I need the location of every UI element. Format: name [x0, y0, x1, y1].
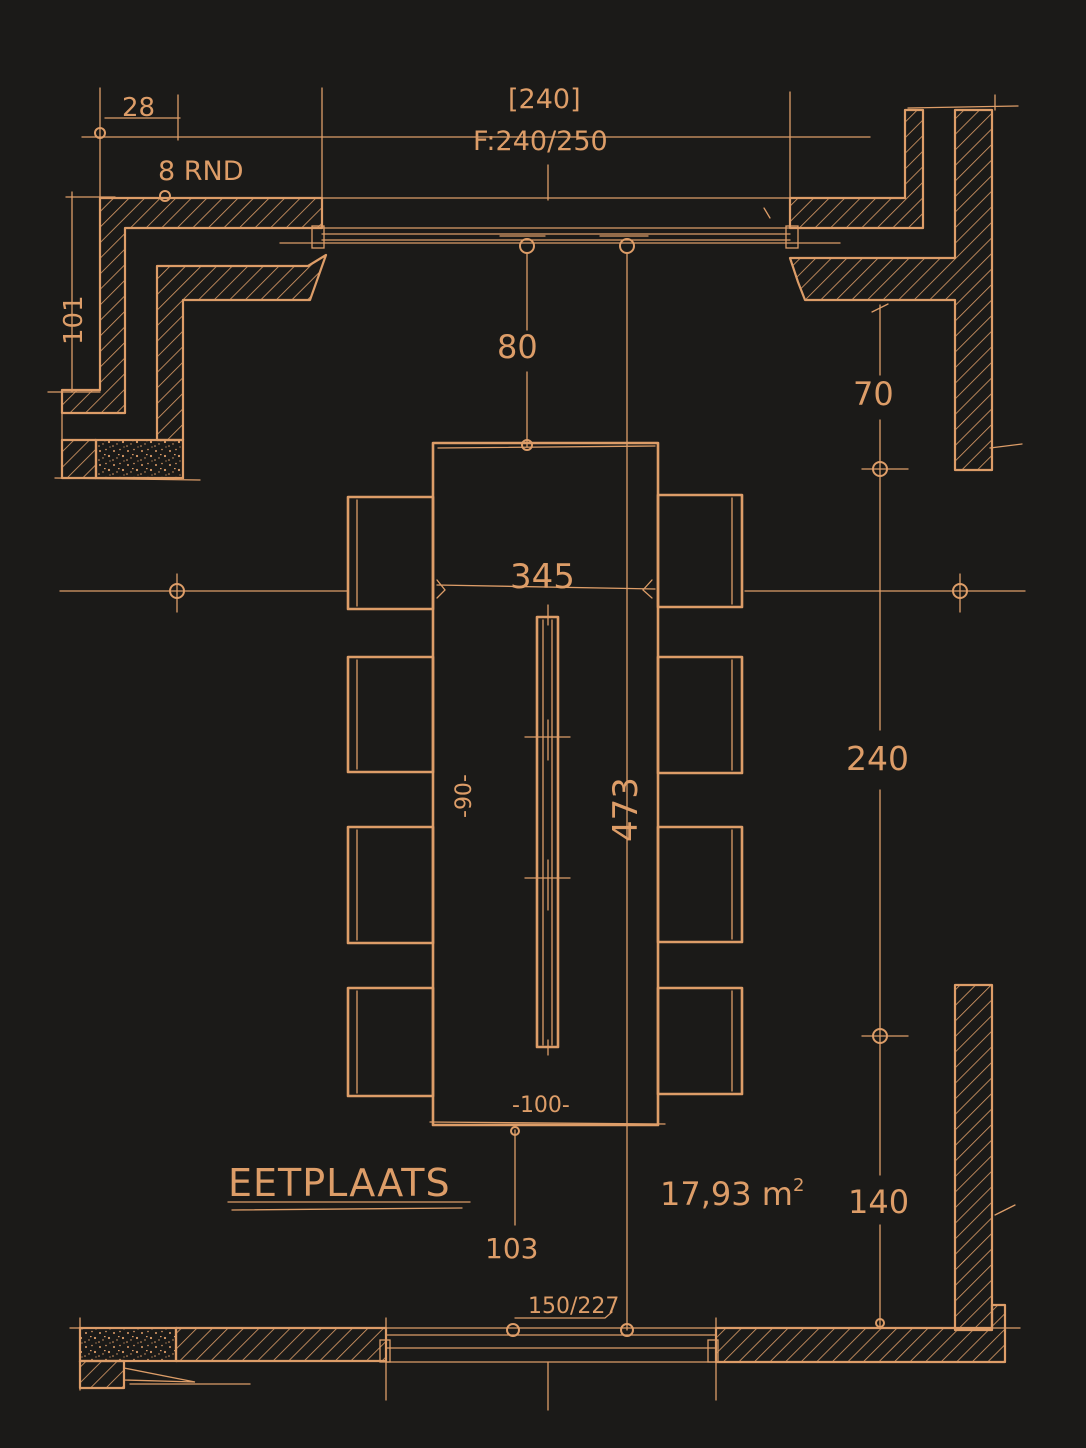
dim-window-bracket: [240]: [508, 84, 581, 115]
dim-bottom-door: 150/227: [528, 1294, 619, 1319]
right-dimension-line: [861, 303, 909, 1329]
top-dimension-lines: [47, 87, 871, 393]
chair-left-1: [346, 495, 435, 611]
chair-right-2: [656, 655, 744, 775]
dim-table-inner-width: -90-: [452, 774, 477, 818]
wall-bottom: [69, 1303, 1021, 1411]
room-name: EETPLAATS: [228, 1161, 451, 1205]
room-label-underline: [227, 1201, 471, 1211]
dim-right-span: 240: [846, 739, 909, 778]
pendant-note: 8 RND: [158, 156, 244, 187]
dim-wall-return: 28: [122, 93, 155, 123]
pendant-note-text: 8 RND: [158, 156, 244, 187]
dim-wall-depth: 101: [59, 295, 89, 345]
room-area-unit-superscript: 2: [793, 1175, 804, 1196]
window-top: [279, 197, 841, 249]
room-area: 17,93 m2: [660, 1175, 804, 1213]
dim-table-end-width: -100-: [512, 1093, 570, 1118]
chair-left-2: [346, 655, 435, 774]
wall-top-right: [788, 94, 1023, 472]
dim-table-length: 473: [606, 777, 646, 842]
chairs-right: [656, 493, 744, 1096]
dim-window-frame: F:240/250: [473, 126, 608, 157]
chair-right-4: [656, 986, 744, 1096]
wall-right-lower: [953, 983, 1016, 1332]
room-area-value: 17,93 m: [660, 1175, 793, 1213]
wall-top-left: [54, 196, 328, 481]
dim-window-to-table: 80: [497, 328, 538, 366]
chair-right-3: [656, 825, 744, 944]
pendant-lines: [519, 238, 635, 1331]
chairs-left: [346, 495, 435, 1098]
horizontal-axis-line: [59, 573, 1026, 613]
dim-table-to-wall: 103: [485, 1232, 538, 1265]
dining-table: [429, 441, 666, 1226]
chair-right-1: [656, 493, 744, 609]
dim-table-width: 345: [510, 557, 575, 597]
chair-left-3: [346, 825, 435, 945]
chair-left-4: [346, 986, 435, 1098]
dim-bottom-right-offset: 140: [848, 1183, 909, 1221]
dim-top-right-offset: 70: [853, 375, 894, 413]
